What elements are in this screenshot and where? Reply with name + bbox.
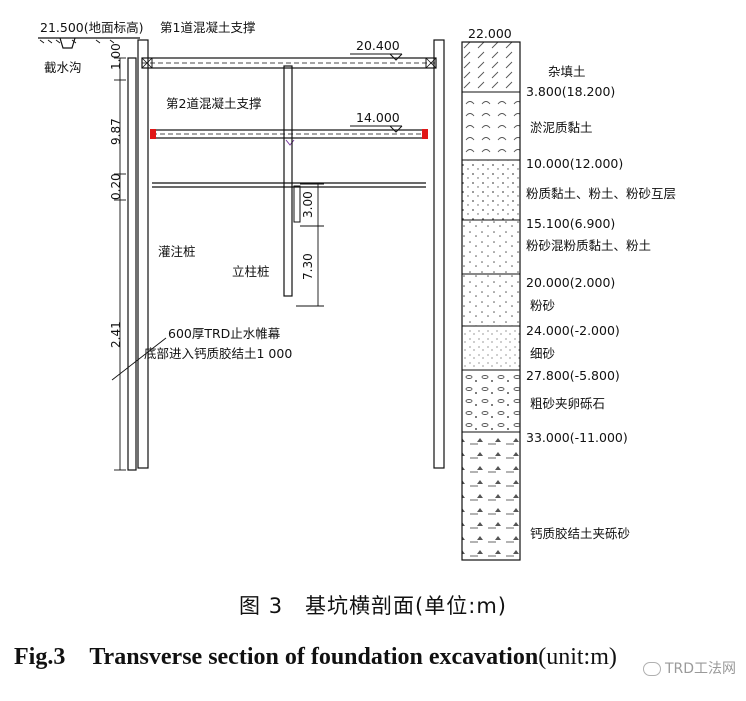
trd-cutoff-wall — [127, 57, 137, 471]
layer-name-1: 杂填土 — [548, 64, 586, 79]
strut-2 — [150, 129, 428, 146]
wechat-icon — [642, 662, 661, 676]
svg-text:14.000: 14.000 — [356, 110, 400, 125]
watermark: TRD工法网 — [642, 658, 736, 678]
caption-english-unit: (unit:m) — [538, 644, 617, 670]
layer-bottom-5: 24.000(-2.000) — [526, 323, 620, 338]
layer-name-6: 细砂 — [530, 346, 555, 361]
elevation-mark-strut1: 20.400 — [350, 38, 403, 61]
layer-bottom-3: 15.100(6.900) — [526, 216, 615, 231]
layer-name-3: 粉质黏土、粉土、粉砂互层 — [526, 186, 676, 201]
strut1-label: 第1道混凝土支撑 — [160, 20, 256, 35]
watermark-text: TRD工法网 — [664, 661, 736, 677]
layer-bottom-1: 3.800(18.200) — [526, 84, 615, 99]
dim-1: 1.00 — [109, 43, 123, 70]
borehole-column: 22.000 — [461, 26, 521, 561]
column-pile-label: 立柱桩 — [232, 264, 270, 279]
bored-pile-right — [433, 39, 445, 469]
svg-text:20.400: 20.400 — [356, 38, 400, 53]
layer-bottom-6: 27.800(-5.800) — [526, 368, 620, 383]
dim-3: 0.20 — [109, 173, 123, 200]
top-elevation: 22.000 — [468, 26, 512, 41]
caption-chinese: 图 3 基坑横剖面(单位:m) — [239, 594, 507, 618]
dim-2: 9.87 — [109, 118, 123, 145]
strut2-label: 第2道混凝土支撑 — [166, 96, 262, 111]
dim-col-b: 7.30 — [301, 253, 315, 280]
base-slab — [152, 182, 426, 188]
layer-name-4: 粉砂混粉质黏土、粉土 — [526, 238, 651, 253]
left-dimension-chain — [114, 57, 126, 471]
caption-english-main: Fig.3 Transverse section of foundation e… — [14, 644, 539, 670]
layer-name-7: 粗砂夹卵砾石 — [530, 396, 605, 411]
bored-pile-label: 灌注桩 — [158, 244, 196, 259]
trd-leader-line — [111, 337, 167, 381]
ditch-label: 截水沟 — [44, 60, 82, 75]
ground-level-label: 21.500(地面标高) — [40, 20, 144, 35]
elevation-mark-strut2: 14.000 — [350, 110, 403, 133]
layer-name-2: 淤泥质黏土 — [530, 120, 593, 135]
column-pile — [283, 65, 293, 297]
layer-bottom-2: 10.000(12.000) — [526, 156, 623, 171]
column-dimension — [296, 183, 324, 307]
bored-pile-left — [137, 39, 149, 469]
dim-4: 2.41 — [109, 321, 123, 348]
dim-col-a: 3.00 — [301, 191, 315, 218]
layer-bottom-4: 20.000(2.000) — [526, 275, 615, 290]
layer-name-8: 钙质胶结土夹砾砂 — [530, 526, 630, 541]
trd-label-line1: 600厚TRD止水帷幕 — [168, 326, 281, 341]
lattice-column — [293, 185, 301, 223]
caption-english: Fig.3 Transverse section of foundation e… — [14, 636, 617, 671]
ground-surface — [38, 37, 140, 44]
ditch-icon — [59, 37, 76, 49]
excavation-section-diagram: 21.500(地面标高) 第1道混凝土支撑 截水沟 20.400 14.000 … — [38, 20, 676, 561]
layer-name-5: 粉砂 — [530, 298, 555, 313]
trd-label-line2: 底部进入钙质胶结土1 000 — [144, 346, 292, 361]
layer-bottom-7: 33.000(-11.000) — [526, 430, 628, 445]
